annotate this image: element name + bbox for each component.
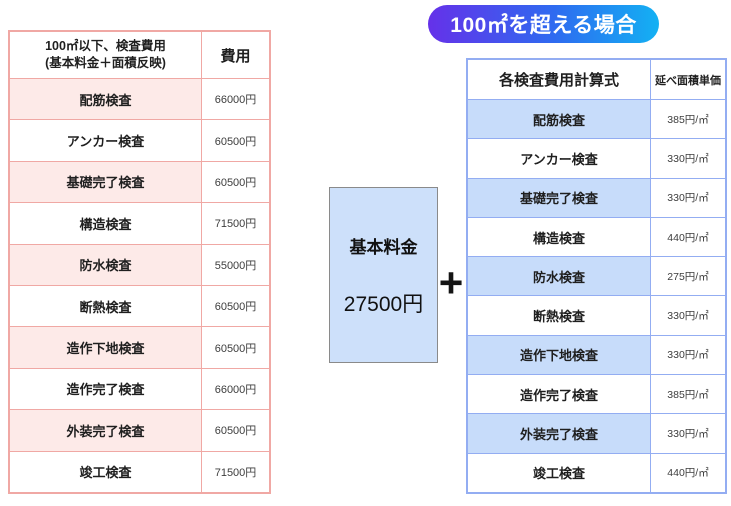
- unit-price-cell: 330円/㎡: [651, 138, 725, 178]
- unit-price-cell: 330円/㎡: [651, 334, 725, 375]
- unit-price-cell: 275円/㎡: [651, 256, 725, 296]
- unit-price-cell: 330円/㎡: [651, 413, 725, 453]
- inspection-name-cell: 配筋検査: [10, 78, 202, 120]
- inspection-name-cell: アンカー検査: [468, 138, 651, 178]
- price-cell: 60500円: [202, 160, 269, 203]
- table-header-price-col: 費用: [202, 32, 269, 78]
- inspection-name-cell: 断熱検査: [10, 285, 202, 327]
- base-fee-title: 基本料金: [349, 237, 418, 257]
- price-cell: 66000円: [202, 367, 269, 410]
- inspection-name-cell: 構造検査: [468, 216, 651, 257]
- price-cell: 60500円: [202, 326, 269, 368]
- price-cell: 71500円: [202, 450, 269, 492]
- base-fee-amount: 27500円: [343, 292, 424, 316]
- price-cell: 60500円: [202, 285, 269, 327]
- unit-price-cell: 440円/㎡: [651, 216, 725, 257]
- unit-price-cell: 385円/㎡: [651, 374, 725, 414]
- price-cell: 71500円: [202, 202, 269, 244]
- section-badge-label: 100㎡を超える場合: [450, 14, 637, 37]
- inspection-name-cell: 防水検査: [10, 243, 202, 285]
- inspection-name-cell: 造作下地検査: [10, 326, 202, 368]
- over-100sqm-unit-price-table: 各検査費用計算式 延べ面積単価 配筋検査 385円/㎡ アンカー検査 330円/…: [466, 58, 727, 494]
- table-header-price-col: 延べ面積単価: [651, 60, 725, 99]
- price-cell: 66000円: [202, 78, 269, 120]
- unit-price-cell: 385円/㎡: [651, 99, 725, 139]
- price-cell: 55000円: [202, 243, 269, 285]
- inspection-name-cell: 造作完了検査: [10, 367, 202, 410]
- table-header-title-line1: 100㎡以下、検査費用: [45, 39, 166, 54]
- inspection-name-cell: 竣工検査: [10, 450, 202, 492]
- inspection-name-cell: 外装完了検査: [468, 413, 651, 453]
- unit-price-cell: 440円/㎡: [651, 452, 725, 492]
- inspection-name-cell: 造作完了検査: [468, 374, 651, 414]
- inspection-name-cell: 造作下地検査: [468, 334, 651, 375]
- table-header-title: 100㎡以下、検査費用 (基本料金＋面積反映): [10, 32, 202, 78]
- inspection-name-cell: 配筋検査: [468, 99, 651, 139]
- inspection-name-cell: 基礎完了検査: [10, 160, 202, 203]
- inspection-name-cell: アンカー検査: [10, 119, 202, 161]
- inspection-name-cell: 断熱検査: [468, 295, 651, 335]
- inspection-name-cell: 基礎完了検査: [468, 177, 651, 217]
- price-cell: 60500円: [202, 409, 269, 451]
- table-header-title-line2: (基本料金＋面積反映): [45, 56, 166, 70]
- plus-sign: +: [438, 259, 464, 306]
- price-cell: 60500円: [202, 119, 269, 161]
- unit-price-cell: 330円/㎡: [651, 177, 725, 217]
- unit-price-cell: 330円/㎡: [651, 295, 725, 335]
- inspection-name-cell: 竣工検査: [468, 452, 651, 492]
- section-badge: 100㎡を超える場合: [428, 5, 659, 43]
- table-header-title: 各検査費用計算式: [468, 60, 651, 99]
- base-fee-box: 基本料金 27500円: [329, 187, 438, 363]
- under-100sqm-fee-table: 100㎡以下、検査費用 (基本料金＋面積反映) 費用 配筋検査 66000円 ア…: [8, 30, 271, 494]
- inspection-name-cell: 防水検査: [468, 256, 651, 296]
- inspection-name-cell: 構造検査: [10, 202, 202, 244]
- inspection-name-cell: 外装完了検査: [10, 409, 202, 451]
